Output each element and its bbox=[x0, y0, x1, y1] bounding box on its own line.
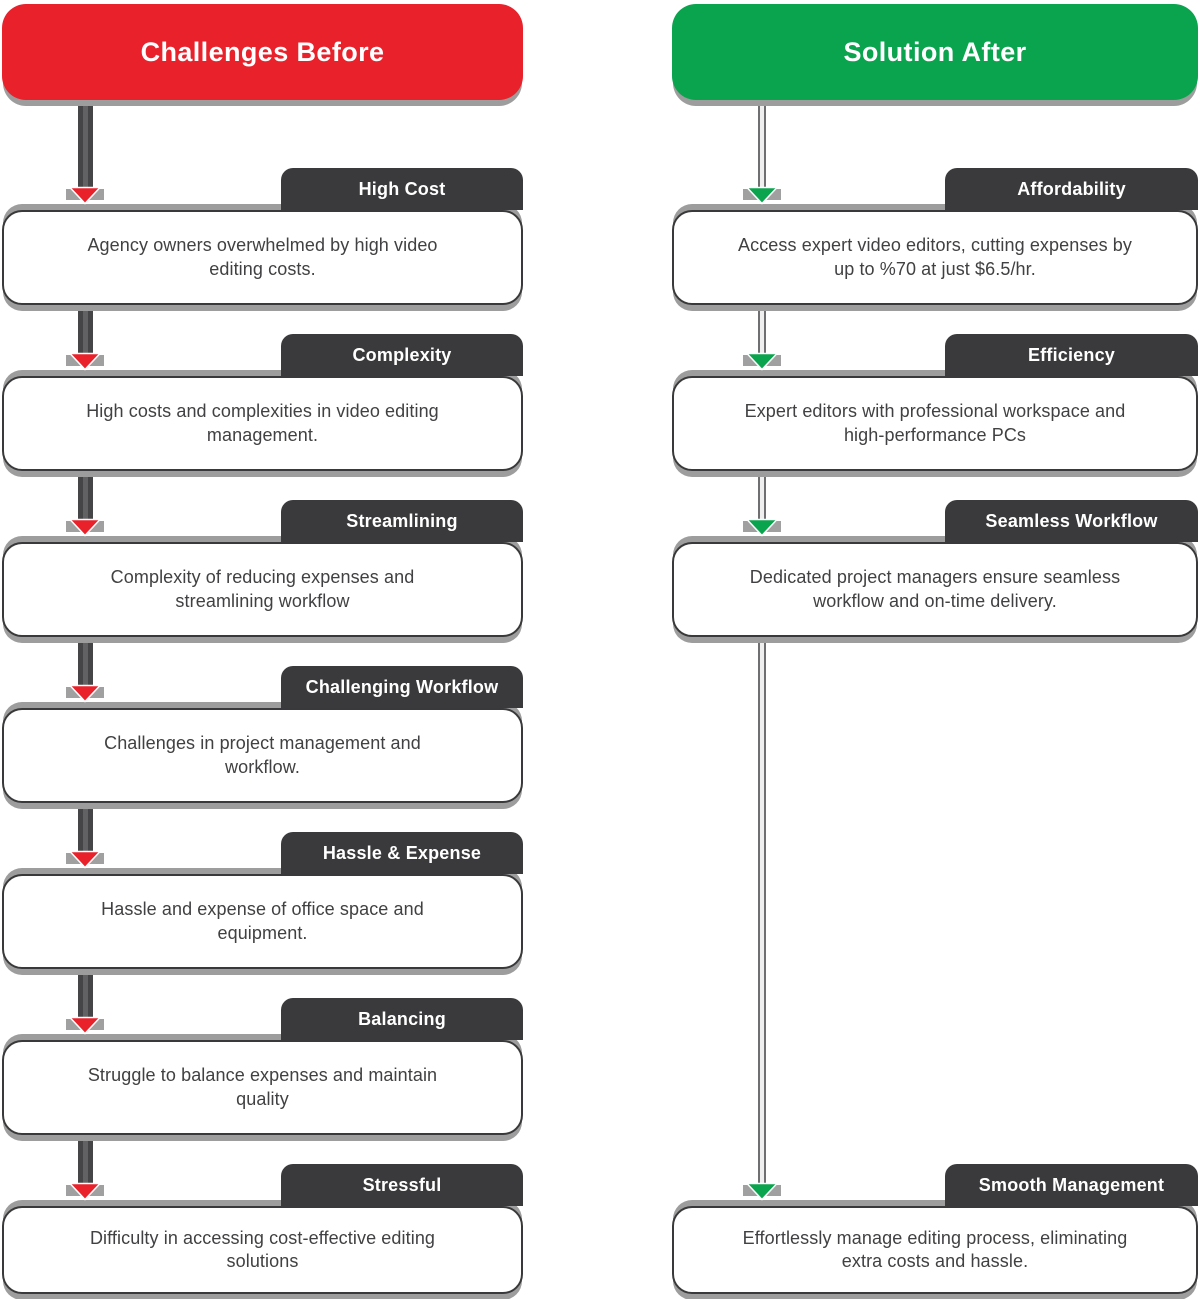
card-text: Agency owners overwhelmed by high video … bbox=[87, 235, 438, 279]
arrow-down-icon bbox=[743, 352, 781, 371]
connector-line bbox=[758, 305, 766, 362]
connector-line bbox=[78, 305, 93, 362]
card-text: Struggle to balance expenses and maintai… bbox=[87, 1065, 438, 1109]
card-tab: Seamless Workflow bbox=[945, 500, 1198, 542]
tab-label: Smooth Management bbox=[978, 1174, 1165, 1195]
tab-label: Challenging Workflow bbox=[305, 676, 499, 697]
card-text: Hassle and expense of office space and e… bbox=[101, 899, 424, 943]
tab-label: Stressful bbox=[362, 1174, 442, 1195]
connector-line bbox=[78, 803, 93, 860]
card-tab: Balancing bbox=[281, 998, 523, 1040]
connector-line bbox=[78, 471, 93, 528]
challenge-card: Agency owners overwhelmed by high video … bbox=[2, 210, 523, 305]
tab-label: Efficiency bbox=[1027, 344, 1116, 365]
card-text: Complexity of reducing expenses and stre… bbox=[110, 567, 415, 611]
card-tab: Streamlining bbox=[281, 500, 523, 542]
arrow-down-icon bbox=[743, 518, 781, 537]
solution-card: Expert editors with professional workspa… bbox=[672, 376, 1198, 471]
card-text: Dedicated project managers ensure seamle… bbox=[749, 567, 1121, 611]
tab-label: Balancing bbox=[358, 1008, 446, 1029]
arrow-down-icon bbox=[66, 684, 104, 703]
challenges-header: Challenges Before bbox=[2, 4, 523, 100]
solution-card: Effortlessly manage editing process, eli… bbox=[672, 1206, 1198, 1294]
challenge-card: Complexity of reducing expenses and stre… bbox=[2, 542, 523, 637]
solutions-column: Solution After Affordability Access expe… bbox=[672, 0, 1198, 1299]
card-text: Expert editors with professional workspa… bbox=[744, 401, 1126, 445]
connector-line bbox=[78, 1135, 93, 1192]
solution-card: Access expert video editors, cutting exp… bbox=[672, 210, 1198, 305]
card-tab: High Cost bbox=[281, 168, 523, 210]
challenge-card: Challenges in project management and wor… bbox=[2, 708, 523, 803]
challenges-column: Challenges Before High Cost Agency owner… bbox=[2, 0, 523, 1299]
card-text: Difficulty in accessing cost-effective e… bbox=[89, 1227, 436, 1271]
connector-line bbox=[758, 637, 766, 1192]
card-tab: Challenging Workflow bbox=[281, 666, 523, 708]
tab-label: Seamless Workflow bbox=[985, 510, 1158, 531]
connector-line bbox=[758, 100, 766, 196]
tab-label: Affordability bbox=[1017, 178, 1126, 199]
solutions-header: Solution After bbox=[672, 4, 1198, 100]
challenge-card: Difficulty in accessing cost-effective e… bbox=[2, 1206, 523, 1294]
connector-line bbox=[758, 471, 766, 528]
challenge-card: Struggle to balance expenses and maintai… bbox=[2, 1040, 523, 1135]
card-tab: Stressful bbox=[281, 1164, 523, 1206]
connector-line bbox=[78, 969, 93, 1026]
card-tab: Hassle & Expense bbox=[281, 832, 523, 874]
tab-label: Complexity bbox=[352, 344, 452, 365]
card-tab: Affordability bbox=[945, 168, 1198, 210]
arrow-down-icon bbox=[66, 850, 104, 869]
card-text: Challenges in project management and wor… bbox=[104, 733, 421, 777]
challenge-card: Hassle and expense of office space and e… bbox=[2, 874, 523, 969]
card-tab: Complexity bbox=[281, 334, 523, 376]
arrow-down-icon bbox=[66, 186, 104, 205]
tab-label: High Cost bbox=[358, 178, 446, 199]
tab-label: Streamlining bbox=[346, 510, 458, 531]
arrow-down-icon bbox=[66, 1182, 104, 1201]
solution-card: Dedicated project managers ensure seamle… bbox=[672, 542, 1198, 637]
card-text: High costs and complexities in video edi… bbox=[86, 401, 439, 445]
arrow-down-icon bbox=[743, 1182, 781, 1201]
tab-label: Hassle & Expense bbox=[322, 842, 482, 863]
card-tab: Efficiency bbox=[945, 334, 1198, 376]
challenge-card: High costs and complexities in video edi… bbox=[2, 376, 523, 471]
card-text: Effortlessly manage editing process, eli… bbox=[742, 1227, 1128, 1271]
connector-line bbox=[78, 637, 93, 694]
card-tab: Smooth Management bbox=[945, 1164, 1198, 1206]
arrow-down-icon bbox=[743, 186, 781, 205]
arrow-down-icon bbox=[66, 1016, 104, 1035]
arrow-down-icon bbox=[66, 518, 104, 537]
arrow-down-icon bbox=[66, 352, 104, 371]
card-text: Access expert video editors, cutting exp… bbox=[737, 235, 1132, 279]
connector-line bbox=[78, 100, 93, 196]
